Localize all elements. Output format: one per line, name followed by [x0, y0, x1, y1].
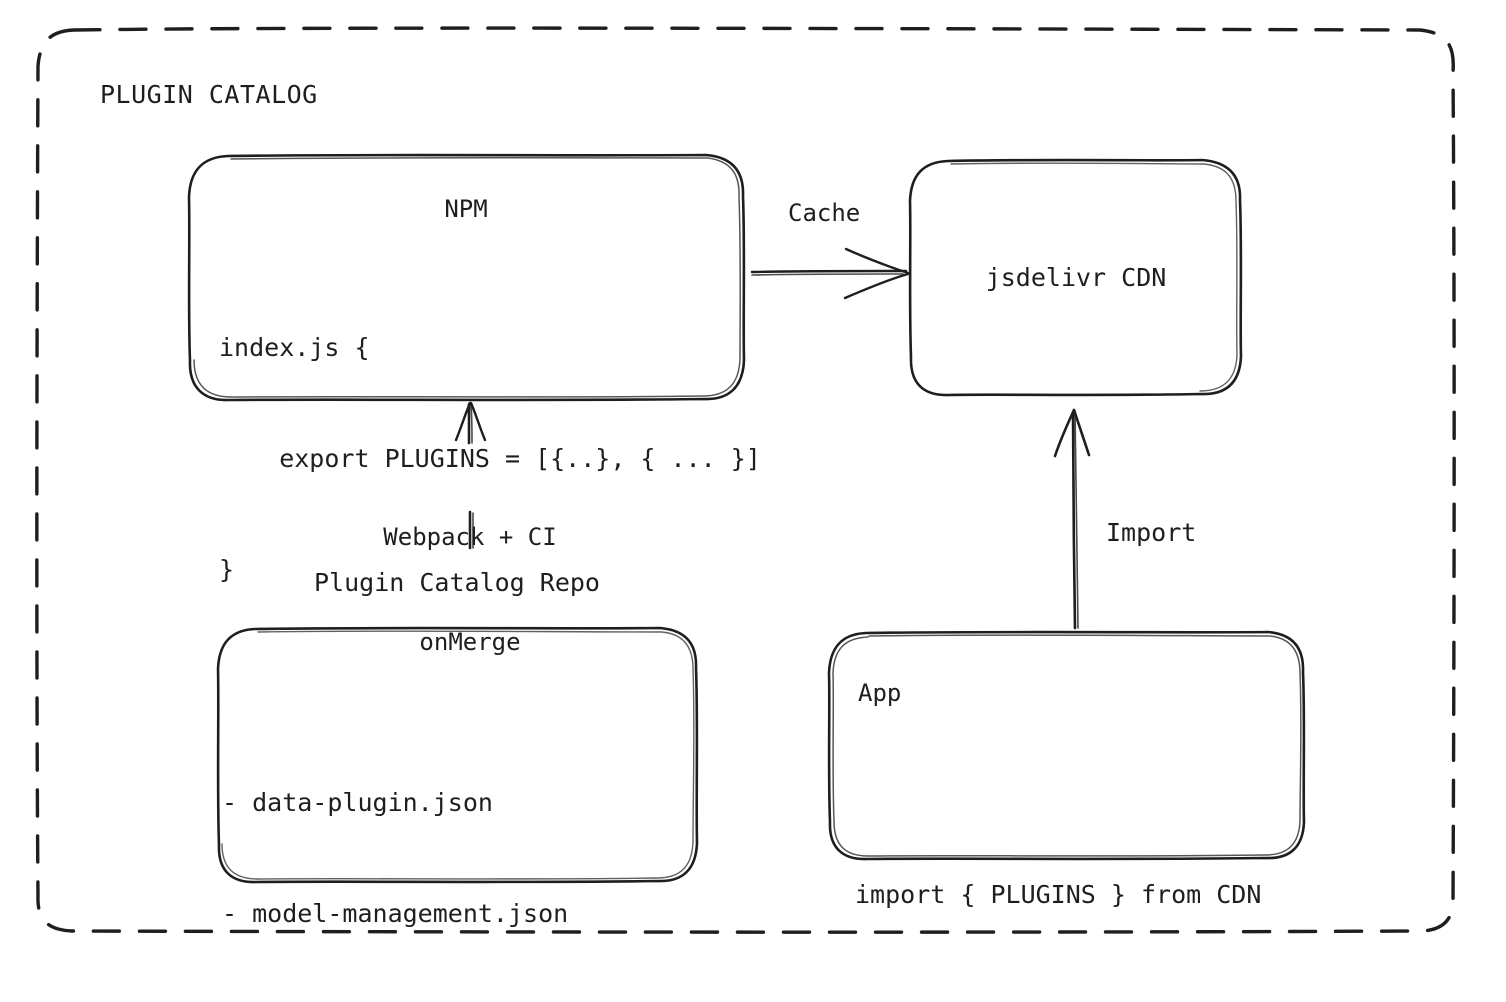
edge-label-line: Webpack + CI — [383, 523, 557, 551]
edge-npm-to-cdn-arrow — [750, 247, 910, 300]
repo-node-file-list: - data-plugin.json - model-management.js… — [222, 710, 568, 1002]
app-code-line: import { PLUGINS } from CDN — [855, 880, 1262, 909]
npm-node-title: NPM — [444, 195, 488, 223]
edge-label-cache: Cache — [788, 199, 861, 227]
repo-file-line: - model-management.json — [222, 899, 569, 928]
repo-node-heading: Plugin Catalog Repo — [314, 568, 600, 597]
app-node-code: import { PLUGINS } from CDN PLUGINS.forE… — [855, 740, 1261, 1002]
edge-label-line: onMerge — [419, 628, 521, 656]
npm-node-code: index.js { export PLUGINS = [{..}, { ...… — [219, 255, 761, 662]
npm-code-line: export PLUGINS = [{..}, { ... }] — [219, 444, 761, 473]
npm-code-line: index.js { — [219, 333, 370, 362]
app-node-title: App — [858, 679, 902, 707]
edge-label-import: Import — [1106, 518, 1197, 547]
cdn-node-title: jsdelivr CDN — [985, 263, 1167, 292]
edge-app-to-cdn-arrow — [1053, 408, 1091, 630]
repo-file-line: - data-plugin.json — [222, 788, 493, 817]
group-title: PLUGIN CATALOG — [100, 80, 318, 109]
edge-label-webpack-ci: Webpack + CI onMerge — [340, 450, 600, 730]
npm-code-line: } — [219, 555, 235, 584]
